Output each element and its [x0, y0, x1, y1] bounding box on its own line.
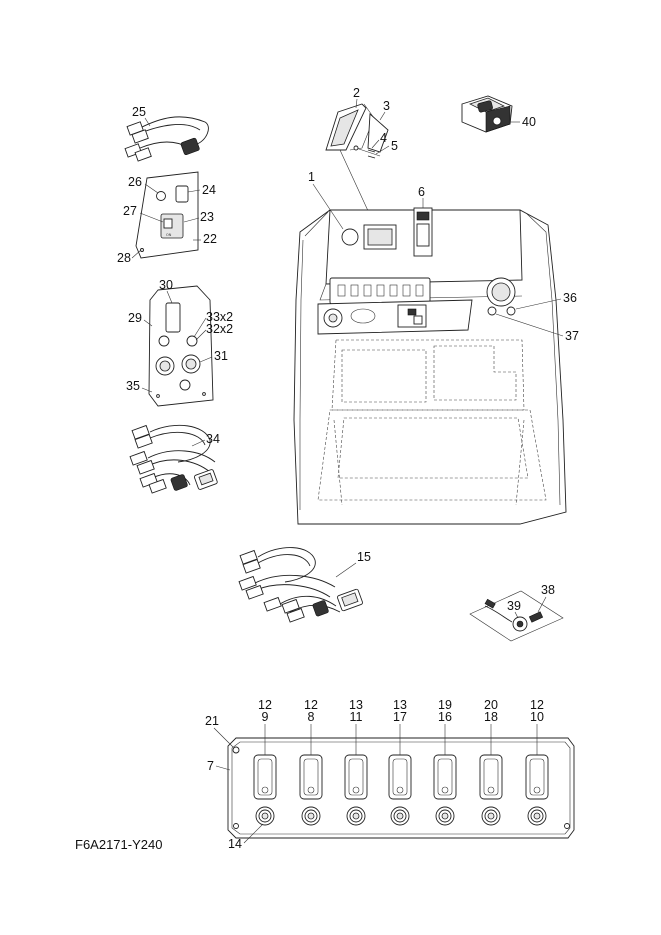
callout-top: 13 — [393, 698, 407, 712]
callout-bottom: 10 — [530, 710, 544, 724]
callout-31: 31 — [214, 349, 228, 363]
rocker-switch — [388, 754, 412, 800]
callout-top: 12 — [258, 698, 272, 712]
callout-29: 29 — [128, 311, 142, 325]
indicator-lamp — [481, 806, 501, 826]
callout-35: 35 — [126, 379, 140, 393]
indicator-lamp — [435, 806, 455, 826]
callout-27: 27 — [123, 204, 137, 218]
callout-3: 3 — [383, 99, 390, 113]
key-switch-38 — [469, 590, 564, 642]
switch-row — [253, 754, 549, 826]
gauge-2 — [325, 103, 389, 159]
callout-15: 15 — [357, 550, 371, 564]
rocker-switch — [479, 754, 503, 800]
harness-34 — [129, 424, 218, 494]
callout-top: 20 — [484, 698, 498, 712]
rocker-switch — [299, 754, 323, 800]
callout-bottom: 16 — [438, 710, 452, 724]
indicator-lamp — [255, 806, 275, 826]
callout-bottom: 11 — [350, 710, 363, 724]
rocker-switch — [253, 754, 277, 800]
harness-25 — [124, 116, 209, 162]
callout-28: 28 — [117, 251, 131, 265]
callout-top: 13 — [349, 698, 363, 712]
callout-33x2: 33x2 — [206, 310, 233, 324]
callout-14: 14 — [228, 837, 242, 851]
callout-5: 5 — [391, 139, 398, 153]
callout-bottom: 17 — [393, 710, 407, 724]
callout-bottom: 8 — [308, 710, 315, 724]
callout-26: 26 — [128, 175, 142, 189]
rocker-switch — [344, 754, 368, 800]
callout-top: 12 — [304, 698, 318, 712]
device-40 — [461, 95, 513, 133]
callout-4: 4 — [380, 131, 387, 145]
callout-37: 37 — [565, 329, 579, 343]
harness-15 — [238, 547, 363, 623]
callout-22: 22 — [203, 232, 217, 246]
callout-25: 25 — [132, 105, 146, 119]
callout-top: 12 — [530, 698, 544, 712]
callout-24: 24 — [202, 183, 216, 197]
callout-38: 38 — [541, 583, 555, 597]
callout-23: 23 — [200, 210, 214, 224]
callout-36: 36 — [563, 291, 577, 305]
callout-40: 40 — [522, 115, 536, 129]
callout-21: 21 — [205, 714, 219, 728]
figure-code: F6A2171-Y240 — [75, 837, 162, 852]
callout-1: 1 — [308, 170, 315, 184]
callout-bottom: 9 — [262, 710, 269, 724]
side-plate-29 — [148, 285, 214, 407]
callout-34: 34 — [206, 432, 220, 446]
dashboard-console — [293, 207, 567, 525]
indicator-lamp — [527, 806, 547, 826]
callout-top: 19 — [438, 698, 452, 712]
indicator-lamp — [346, 806, 366, 826]
callout-32x2: 32x2 — [206, 322, 233, 336]
rocker-switch — [525, 754, 549, 800]
svg-text:ON: ON — [166, 233, 172, 237]
callout-7: 7 — [207, 759, 214, 773]
indicator-lamp — [390, 806, 410, 826]
callout-39: 39 — [507, 599, 521, 613]
callout-30: 30 — [159, 278, 173, 292]
callout-bottom: 18 — [484, 710, 498, 724]
callout-6: 6 — [418, 185, 425, 199]
rocker-switch — [433, 754, 457, 800]
callout-2: 2 — [353, 86, 360, 100]
side-plate-22: ON — [135, 171, 199, 259]
indicator-lamp — [301, 806, 321, 826]
